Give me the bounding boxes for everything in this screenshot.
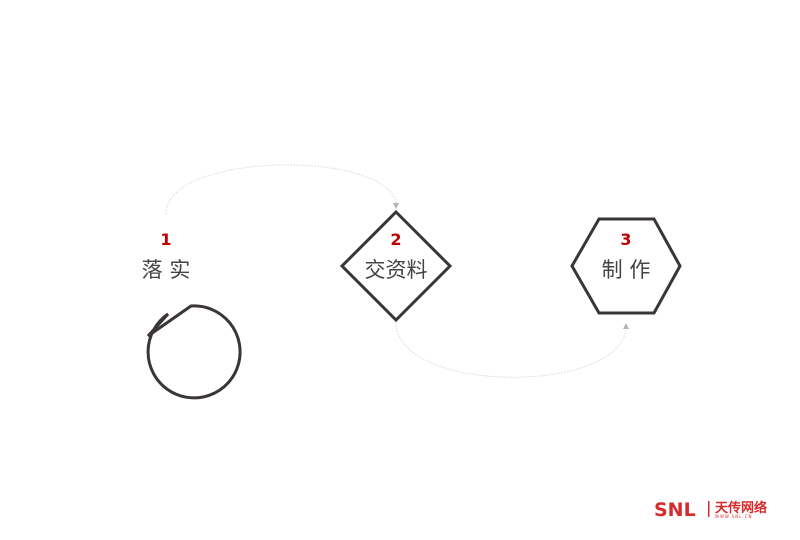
connector-2-to-3 [395, 321, 629, 378]
brand-divider [708, 501, 710, 517]
brand-url: WWW.SNL.CN [715, 514, 753, 519]
step-3-label: 制 作 [602, 258, 651, 282]
step-2-label: 交资料 [365, 258, 428, 282]
step-2-number: 2 [390, 230, 401, 249]
step-1-label: 落 实 [142, 258, 191, 282]
brand-logo: SNL 天传网络 WWW.SNL.CN [654, 499, 767, 521]
step-2-node: 2 交资料 [339, 209, 453, 323]
connector-1-to-2 [165, 164, 399, 215]
speech-bubble-shape [146, 304, 242, 400]
brand-logo-text: SNL [654, 499, 696, 521]
step-3-number: 3 [620, 230, 631, 249]
step-1-node: 1 落 实 [142, 230, 242, 400]
hexagon-shape [570, 217, 682, 315]
step-3-node: 3 制 作 [570, 217, 682, 315]
step-1-number: 1 [160, 230, 171, 249]
diamond-shape [339, 209, 453, 323]
brand-name: 天传网络 [715, 500, 767, 516]
